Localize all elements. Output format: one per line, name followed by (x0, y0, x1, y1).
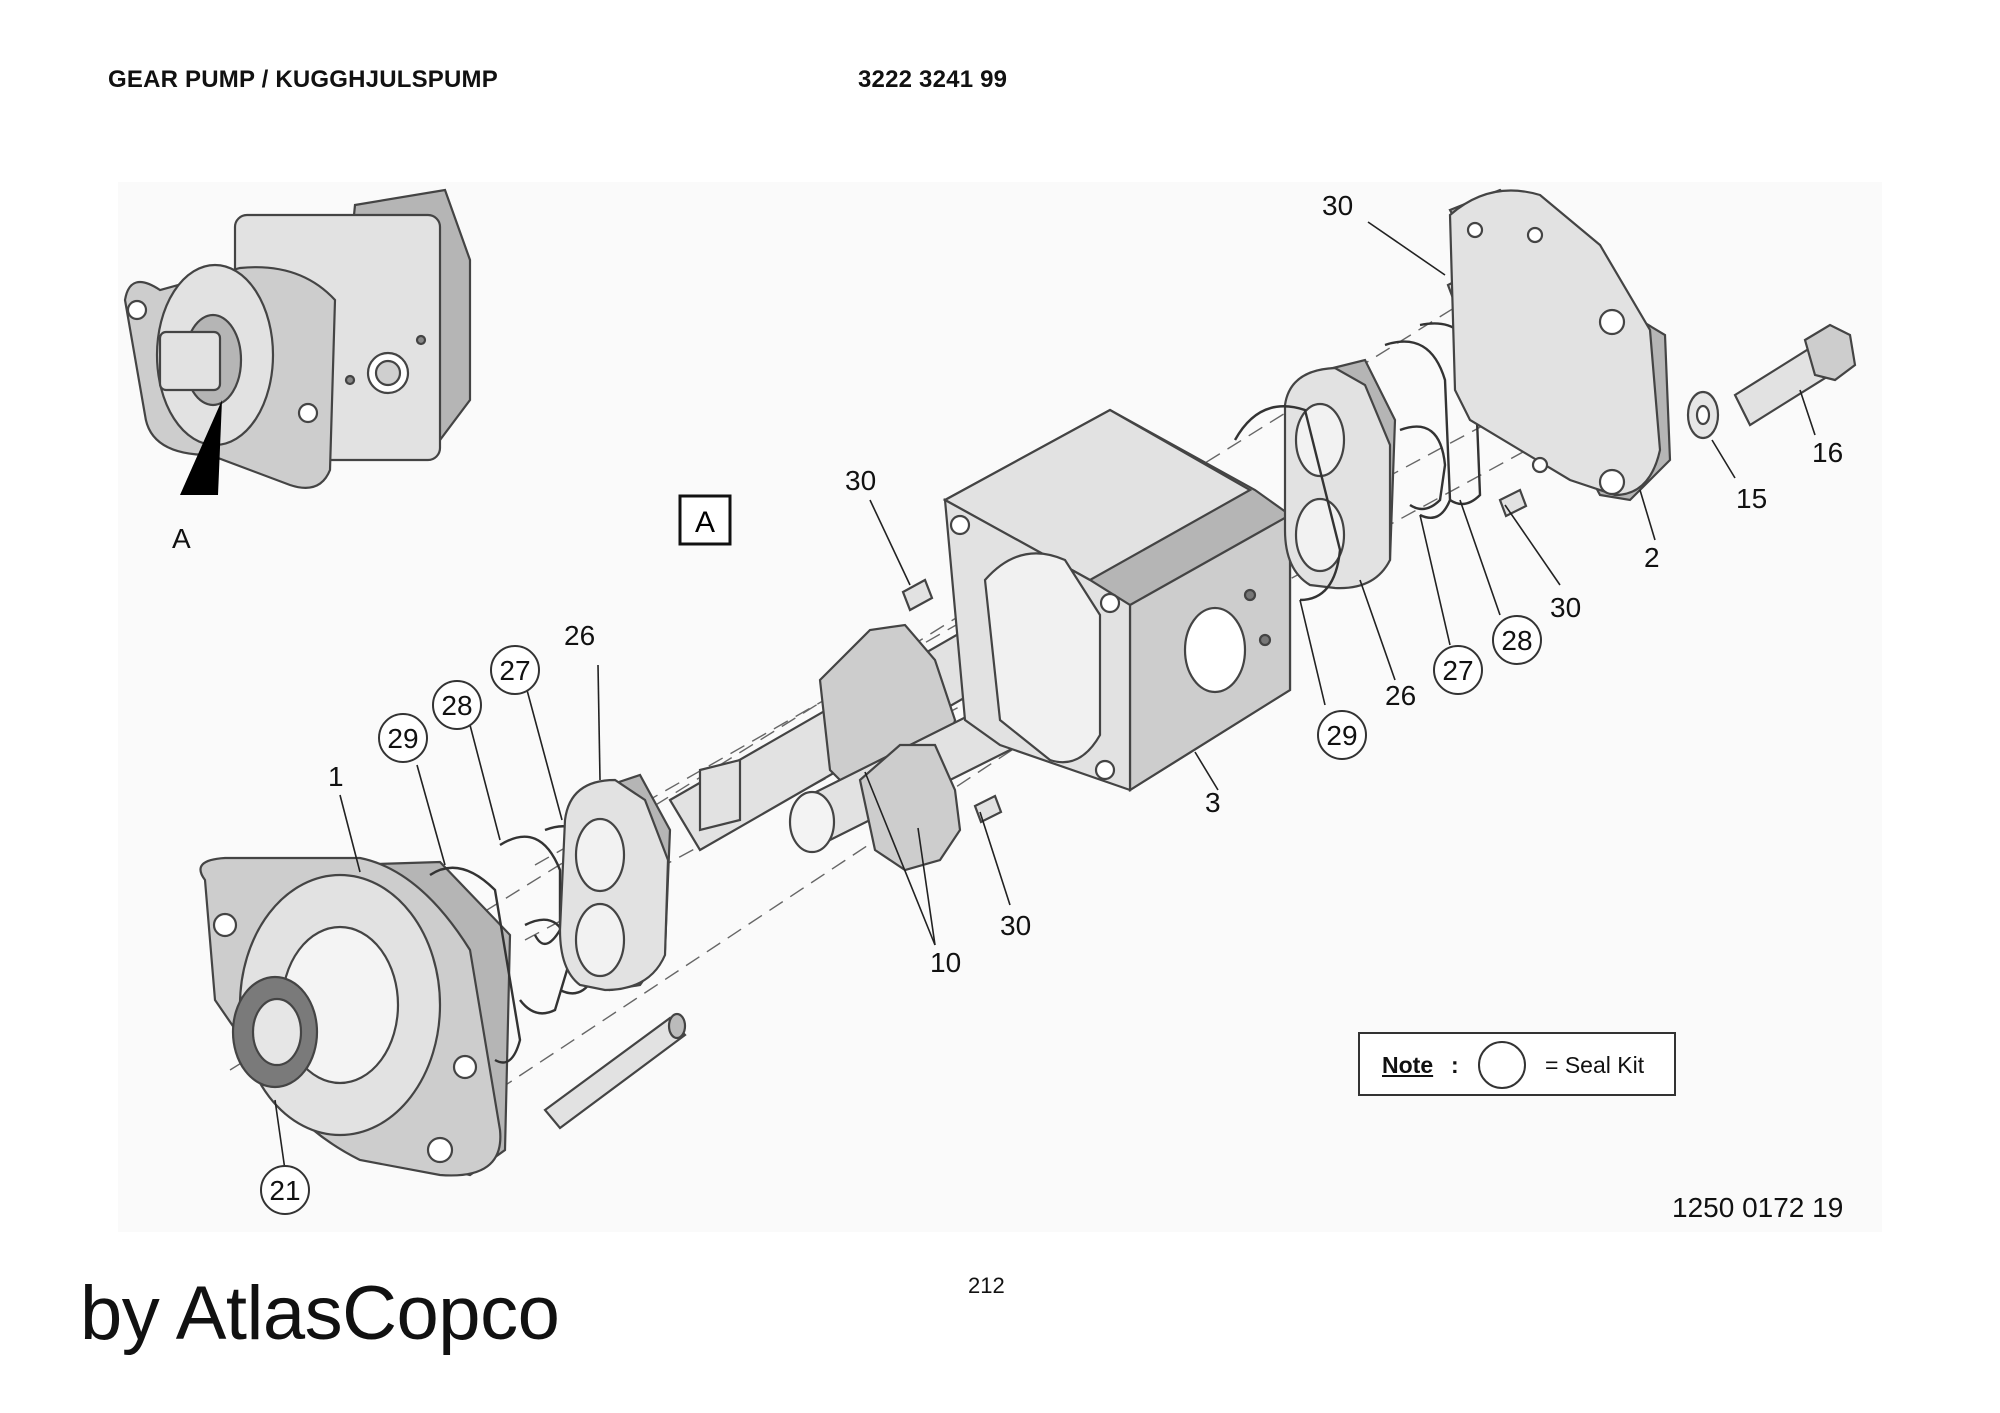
callout-27-left: 27 (499, 655, 530, 686)
rear-cover-illustration (1448, 188, 1672, 502)
washer-illustration (1686, 390, 1720, 440)
callout-29-right: 29 (1326, 720, 1357, 751)
drawing-number: 1250 0172 19 (1672, 1192, 1844, 1223)
callout-3: 3 (1205, 787, 1221, 818)
page-number: 212 (968, 1273, 1005, 1298)
callout-2: 2 (1644, 542, 1660, 573)
detail-arrow-label: A (172, 523, 191, 554)
document-title: GEAR PUMP / KUGGHJULSPUMP (108, 66, 498, 93)
pump-body-illustration (942, 408, 1292, 792)
callout-30-right: 30 (1550, 592, 1581, 623)
callout-30-left: 30 (845, 465, 876, 496)
shaft-seal-illustration (231, 975, 319, 1089)
callout-26-left: 26 (564, 620, 595, 651)
dowel-pin-illustration (543, 1012, 687, 1130)
callout-30-top: 30 (1322, 190, 1353, 221)
assembled-pump-illustration (123, 188, 472, 489)
note-text: = Seal Kit (1545, 1052, 1645, 1078)
leader-lines (274, 221, 1816, 1171)
callout-28-left: 28 (441, 690, 472, 721)
seal-kit-symbol (1478, 1041, 1526, 1089)
callout-16: 16 (1812, 437, 1843, 468)
left-o-ring-illustration (429, 866, 522, 1064)
note-label: Note (1382, 1052, 1434, 1078)
callout-26-right: 26 (1385, 680, 1416, 711)
seal-kit-note: Note : = Seal Kit (1358, 1032, 1676, 1096)
left-bearing-block-illustration (558, 773, 672, 992)
seal-kit-circles (260, 615, 1542, 1215)
callout-15: 15 (1736, 483, 1767, 514)
callout-10: 10 (930, 947, 961, 978)
callout-29-left: 29 (387, 723, 418, 754)
front-flange-illustration (199, 856, 512, 1177)
part-number: 3222 3241 99 (858, 66, 1008, 93)
callout-27-right: 27 (1442, 655, 1473, 686)
view-label: A (695, 506, 715, 539)
callout-1: 1 (328, 761, 344, 792)
note-colon: : (1451, 1052, 1459, 1078)
callout-30-bottom: 30 (1000, 910, 1031, 941)
brand-watermark: by AtlasCopco (80, 1271, 560, 1356)
right-o-ring-illustration (1233, 405, 1342, 602)
callout-28-right: 28 (1501, 625, 1532, 656)
callout-21: 21 (269, 1175, 300, 1206)
bolt-illustration (1733, 323, 1857, 427)
detail-a-arrow (180, 400, 222, 495)
view-label-box (678, 494, 732, 546)
driven-gear-illustration (788, 698, 1022, 872)
